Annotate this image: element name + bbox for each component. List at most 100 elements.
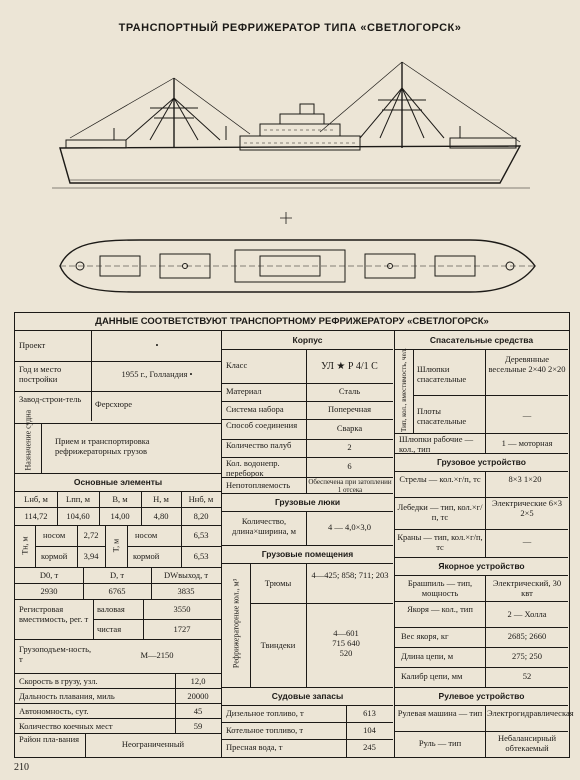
ship-plan-view-drawing (59, 239, 536, 293)
net-label: чистая (97, 624, 122, 634)
steering-gear-label: Рулевая машина — тип (397, 708, 483, 718)
rudder-value: Небалансирный обтекаемый (497, 733, 557, 753)
joint-value: Сварка (336, 423, 363, 433)
berths-label: Количество коечных мест (19, 721, 113, 731)
dim-header-beam: B, м (112, 494, 128, 504)
lifeboats-value: Деревянные весельные 2×40 2×20 (488, 354, 566, 374)
lifesaving-side-label: Тип, кол., вместимость, чел. (400, 348, 408, 432)
hull-data-column: Корпус Класс УЛ ★ Р 4/1 С Материал Сталь… (222, 330, 395, 758)
hatches-heading: Грузовые люки (274, 497, 341, 507)
dim-header-height: Hнб, м (188, 494, 214, 504)
liferafts-label: Плоты спасательные (417, 406, 467, 426)
framing-label: Система набора (226, 404, 284, 414)
hull-heading: Корпус (292, 335, 323, 345)
capacity-label: Грузоподъем-ность, т (19, 644, 92, 664)
draft-loaded-bow-label: носом (135, 530, 158, 540)
cranes-label: Краны — тип, кол.×г/п, тс (397, 532, 483, 552)
boiler-fuel-value: 104 (363, 725, 376, 735)
year-label: Год и место постройки (19, 364, 62, 384)
diesel-value: 613 (363, 708, 376, 718)
speed-label: Скорость в грузу, узл. (19, 676, 98, 686)
page-title: ТРАНСПОРТНЫЙ РЕФРИЖЕРАТОР ТИПА «СВЕТЛОГО… (118, 22, 462, 34)
disp-header-dw: DWвыход, т (163, 570, 209, 580)
main-elements-heading: Основные элементы (73, 477, 163, 487)
tweendecks-label: Твиндеки (260, 640, 296, 650)
bulkheads-label: Кол. водонепр. переборок (226, 458, 280, 478)
disp-header-light: D0, т (39, 570, 59, 580)
fresh-water-value: 245 (363, 742, 376, 752)
anchors-value: 2 — Холла (507, 609, 547, 619)
lifeboats-label: Шлюпки спасательные (417, 364, 467, 384)
class-value: УЛ ★ Р 4/1 С (321, 361, 378, 372)
windlass-label: Брашпиль — тип, мощность (407, 578, 473, 598)
dim-value-lpp: 104,60 (66, 511, 90, 521)
decks-value: 2 (347, 442, 352, 452)
material-value: Сталь (338, 386, 361, 396)
stores-heading: Судовые запасы (271, 691, 344, 701)
capacity-value: М—2150 (140, 650, 174, 660)
tweendecks-value: 4—601 715 640 520 (332, 628, 360, 658)
purpose-label: Назначение судна (23, 409, 33, 471)
dim-header-lpp: Lпп, м (66, 494, 90, 504)
draft-loaded-label: T, м (111, 538, 121, 553)
berths-value: 59 (193, 721, 203, 731)
draft-light-bow-label: носом (43, 530, 66, 540)
area-label: Район пла-вания (19, 734, 80, 744)
holds-value: 4—425; 858; 711; 203 (311, 570, 389, 580)
chain-gauge-label: Калибр цепи, мм (401, 671, 463, 681)
windlass-value: Электрический, 30 квт (492, 578, 562, 598)
net-value: 1727 (173, 624, 191, 634)
cargo-spaces-heading: Грузовые помещения (261, 549, 354, 559)
winches-value: Электрические 6×3 2×5 (491, 498, 563, 518)
project-label: Проект (19, 340, 46, 350)
disp-value-light: 2930 (40, 586, 58, 596)
holds-label: Трюмы (264, 578, 292, 588)
framing-value: Поперечная (327, 404, 372, 414)
dim-value-loa: 114,72 (24, 511, 48, 521)
general-data-column: Проект • Год и место постройки 1955 г., … (14, 330, 222, 758)
anchor-gear-heading: Якорное устройство (438, 561, 525, 571)
draft-light-label: Tн, м (20, 536, 30, 555)
dim-value-height: 8,20 (193, 511, 209, 521)
equipment-data-column: Спасательные средства Тип, кол., вместим… (395, 330, 574, 758)
autonomy-value: 45 (193, 706, 203, 716)
area-value: Неограниченный (121, 739, 185, 749)
dim-header-depth: H, м (153, 494, 169, 504)
hatches-value: 4 — 4,0×3,0 (327, 522, 372, 532)
hatches-label: Количество, длина×ширина, м (231, 516, 297, 536)
autonomy-label: Автономность, сут. (19, 706, 89, 716)
steering-gear-heading: Рулевое устройство (438, 691, 525, 701)
diesel-label: Дизельное топливо, т (226, 708, 304, 718)
speed-value: 12,0 (190, 676, 206, 686)
disp-header-full: D, т (109, 570, 125, 580)
liferafts-value: — (522, 410, 532, 420)
dim-header-loa: Lнб, м (24, 494, 48, 504)
cranes-value: — (522, 536, 532, 546)
chain-length-value: 275; 250 (512, 651, 542, 661)
work-boats-label: Шлюпки рабочие — кол., тип (399, 434, 474, 454)
disp-value-dw: 3835 (177, 586, 195, 596)
draft-loaded-stern-label: кормой (133, 551, 160, 561)
disp-value-full: 6765 (108, 586, 126, 596)
gross-label: валовая (97, 604, 125, 614)
fresh-water-label: Пресная вода, т (226, 742, 283, 752)
joint-label: Способ соединения (226, 420, 298, 430)
material-label: Материал (226, 386, 262, 396)
purpose-value: Прием и транспортировка рефрижераторных … (55, 436, 150, 456)
tonnage-label: Регистровая вместимость, рег. т (19, 604, 89, 624)
anchor-weight-value: 2685; 2660 (507, 631, 547, 641)
lifesaving-heading: Спасательные средства (429, 335, 534, 345)
range-value: 20000 (187, 691, 209, 701)
chain-length-label: Длина цепи, м (401, 651, 454, 661)
anchors-label: Якоря — кол., тип (407, 604, 473, 614)
class-label: Класс (226, 360, 248, 370)
decks-label: Количество палуб (226, 440, 292, 450)
work-boats-value: 1 — моторная (501, 438, 553, 448)
draft-light-bow: 2,72 (83, 530, 99, 540)
draft-light-stern-label: кормой (41, 551, 68, 561)
winches-label: Лебедки — тип, кол.×г/п, тс (397, 502, 483, 522)
data-header: ДАННЫЕ СООТВЕТСТВУЮТ ТРАНСПОРТНОМУ РЕФРИ… (14, 312, 570, 330)
range-label: Дальность плавания, миль (19, 691, 115, 701)
unsinkability-value: Обеспечена при затоплении 1 отсека (308, 478, 392, 495)
project-value: • (155, 340, 159, 350)
